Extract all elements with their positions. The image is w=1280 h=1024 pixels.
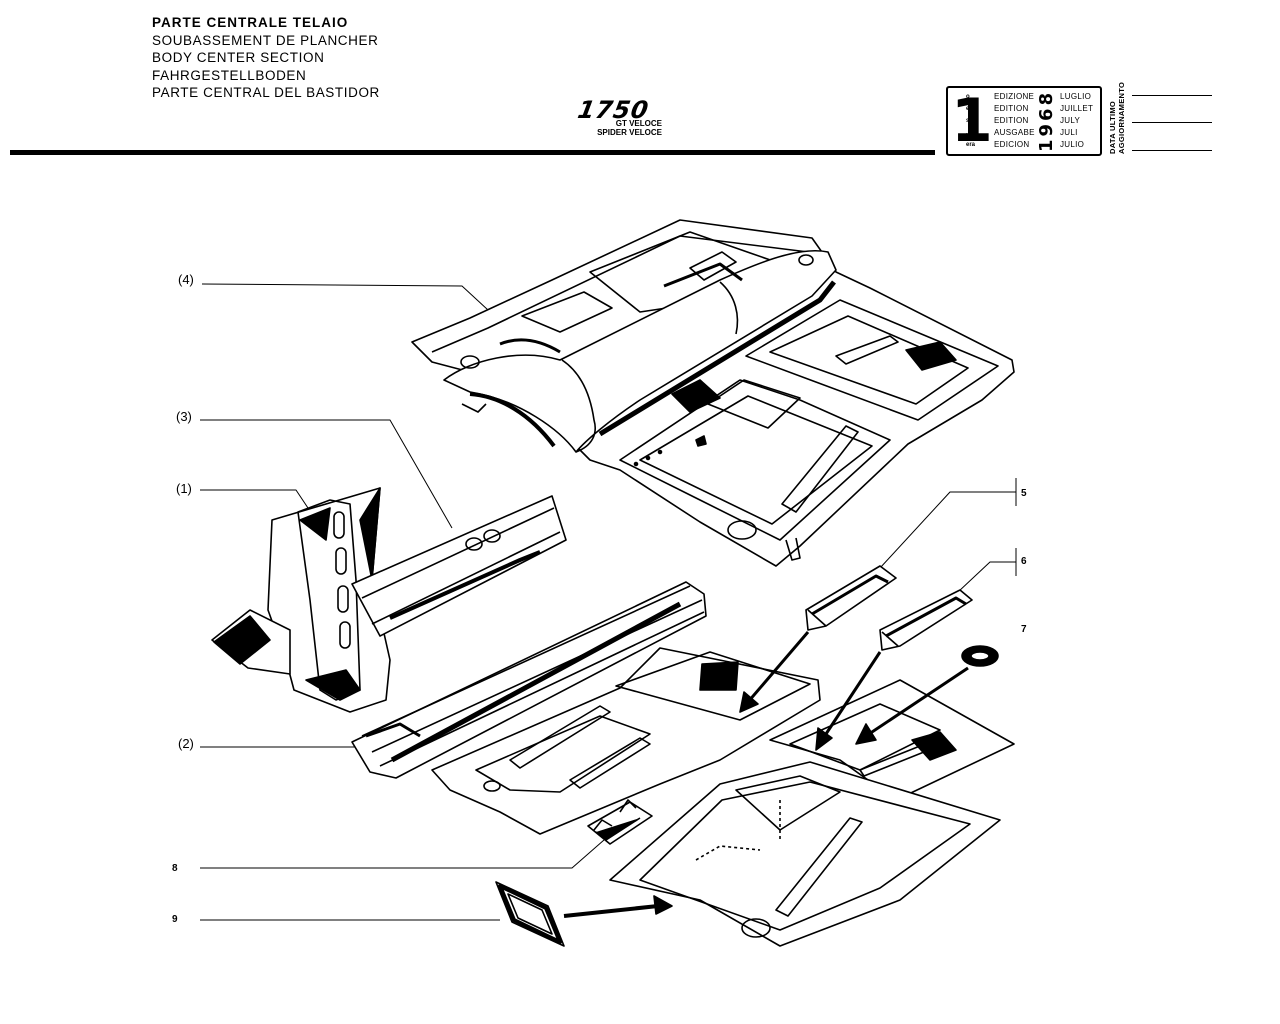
edition-month: JULIO: [1060, 140, 1085, 149]
seat-brackets: [805, 565, 973, 651]
edition-label: EDIZIONE: [994, 92, 1035, 101]
variant-gt-veloce: GT VELOCE: [615, 119, 662, 128]
edition-month: JULI: [1060, 128, 1078, 137]
callout-8: 8: [172, 863, 178, 874]
edition-label: EDICION: [994, 140, 1030, 149]
edition-number: 1: [951, 86, 993, 156]
title-english: BODY CENTER SECTION: [152, 50, 325, 65]
edition-suffix: st: [966, 118, 972, 124]
edition-label: EDITION: [994, 104, 1029, 113]
edition-box: 1 o ere st . era EDIZIONE EDITION EDITIO…: [946, 86, 1102, 156]
edition-labels: EDIZIONE EDITION EDITION AUSGABE EDICION: [994, 91, 1035, 151]
clip: [587, 799, 653, 845]
callout-1: (1): [176, 481, 192, 496]
front-rail: [351, 495, 567, 637]
edition-month: JUILLET: [1060, 104, 1094, 113]
edition-month: LUGLIO: [1060, 92, 1092, 101]
leader-lines: [200, 283, 1017, 921]
model-variants: GT VELOCE SPIDER VELOCE: [590, 119, 662, 137]
callout-3: (3): [176, 409, 192, 424]
grommet: [961, 645, 999, 667]
edition-label: AUSGABE: [994, 128, 1035, 137]
sill-member: [351, 581, 707, 779]
update-line: [1132, 95, 1212, 96]
update-line: [1132, 122, 1212, 123]
callout-4: (4): [178, 272, 194, 287]
front-crossmember: [211, 487, 391, 713]
edition-suffix: era: [966, 142, 976, 148]
edition-label: EDITION: [994, 116, 1029, 125]
title-spanish: PARTE CENTRAL DEL BASTIDOR: [152, 85, 380, 100]
update-line: [1132, 150, 1212, 151]
callout-6: 6: [1021, 556, 1027, 567]
edition-months: LUGLIO JUILLET JULY JULI JULIO: [1060, 91, 1093, 151]
callout-9: 9: [172, 914, 178, 925]
title-italian: PARTE CENTRALE TELAIO: [152, 15, 349, 30]
title-block: PARTE CENTRALE TELAIO SOUBASSEMENT DE PL…: [152, 14, 380, 102]
floor-pan-halves: [431, 647, 1015, 947]
edition-suffix: o: [966, 94, 970, 100]
title-french: SOUBASSEMENT DE PLANCHER: [152, 32, 379, 48]
callout-5: 5: [1021, 488, 1027, 499]
header-rule: [10, 150, 935, 155]
edition-month: JULY: [1060, 116, 1081, 125]
edition-suffix: .: [966, 130, 968, 136]
assembly-arrows: [563, 631, 969, 918]
callout-7: 7: [1021, 624, 1027, 635]
variant-spider-veloce: SPIDER VELOCE: [597, 127, 662, 137]
cover-plate: [495, 881, 565, 947]
title-german: FAHRGESTELLBODEN: [152, 67, 307, 83]
assembled-floor-pan: [411, 219, 1015, 567]
edition-suffix: ere: [966, 106, 976, 112]
callout-2: (2): [178, 736, 194, 751]
